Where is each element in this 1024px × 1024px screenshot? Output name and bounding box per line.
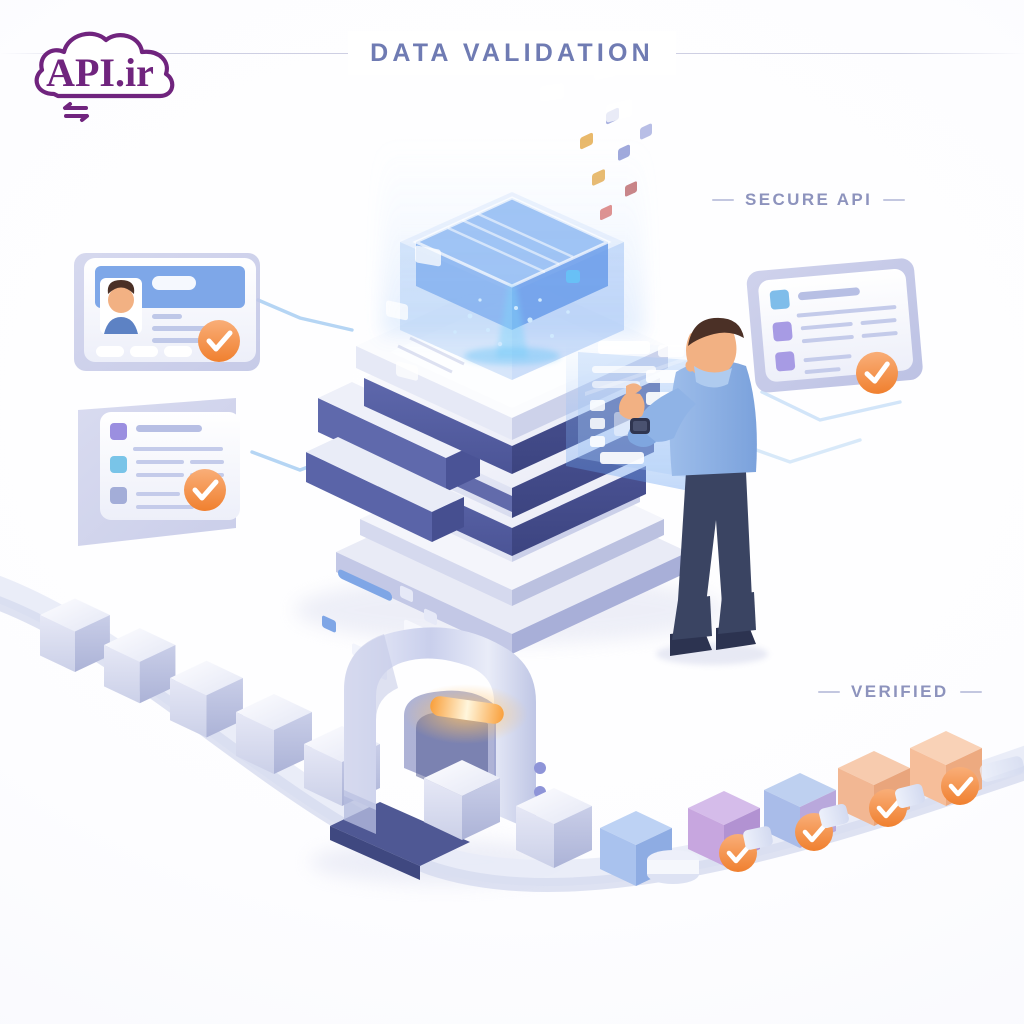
cloud-outline-icon bbox=[34, 31, 175, 99]
holographic-data-cube bbox=[382, 61, 644, 381]
holo-fragments bbox=[386, 61, 632, 381]
label-dash-right bbox=[883, 199, 906, 201]
validation-scanner-arch bbox=[330, 627, 546, 880]
exchange-arrows-icon bbox=[63, 102, 89, 122]
cube-in-4 bbox=[236, 694, 312, 774]
label-secure-api: SECURE API bbox=[712, 190, 906, 210]
sequence-cube-3 bbox=[764, 773, 836, 851]
page-title: DATA VALIDATION bbox=[348, 31, 676, 75]
doc-text-lines bbox=[796, 287, 898, 375]
label-dash-left bbox=[818, 691, 840, 693]
api-ir-logo[interactable]: API.ir bbox=[14, 18, 194, 126]
hair bbox=[688, 317, 744, 346]
server-drawer-left-lower bbox=[306, 437, 464, 680]
logo-text: API.ir bbox=[46, 50, 154, 95]
belt-segments bbox=[743, 756, 1024, 850]
cube-connector-ring bbox=[647, 850, 699, 884]
connector-right-doc bbox=[760, 390, 902, 422]
technician-figure bbox=[619, 317, 768, 665]
scanner-light-bar bbox=[430, 696, 504, 724]
label-secure-api-text: SECURE API bbox=[745, 190, 873, 209]
doc-icon-squares bbox=[110, 423, 127, 504]
verified-check-badge bbox=[184, 469, 226, 511]
page-title-wrap: DATA VALIDATION bbox=[0, 31, 1024, 75]
cube-exit-scanner bbox=[516, 788, 592, 868]
cube-in-scanner bbox=[424, 760, 500, 840]
cube-in-3 bbox=[170, 660, 243, 738]
label-verified-text: VERIFIED bbox=[851, 682, 949, 701]
label-dash-right bbox=[959, 691, 982, 693]
doc-text-lines bbox=[133, 425, 224, 509]
verified-check-badge bbox=[198, 320, 240, 362]
connector-idcard bbox=[256, 298, 354, 332]
card-right-document[interactable] bbox=[746, 257, 925, 404]
doc-icon-squares bbox=[769, 289, 796, 372]
card-left-document[interactable] bbox=[78, 398, 240, 546]
verified-check-badge bbox=[941, 767, 979, 805]
holo-particles bbox=[453, 298, 570, 347]
server-top-vents bbox=[397, 336, 465, 374]
label-dash-left bbox=[712, 199, 734, 201]
cube-in-2 bbox=[104, 628, 176, 704]
id-card-footer-chips bbox=[96, 346, 192, 357]
sequence-cube-4 bbox=[838, 751, 910, 827]
card-id-card[interactable] bbox=[74, 253, 260, 371]
hand bbox=[619, 392, 645, 420]
avatar bbox=[100, 278, 142, 334]
verified-check-badge bbox=[856, 351, 899, 394]
label-verified: VERIFIED bbox=[818, 682, 982, 702]
